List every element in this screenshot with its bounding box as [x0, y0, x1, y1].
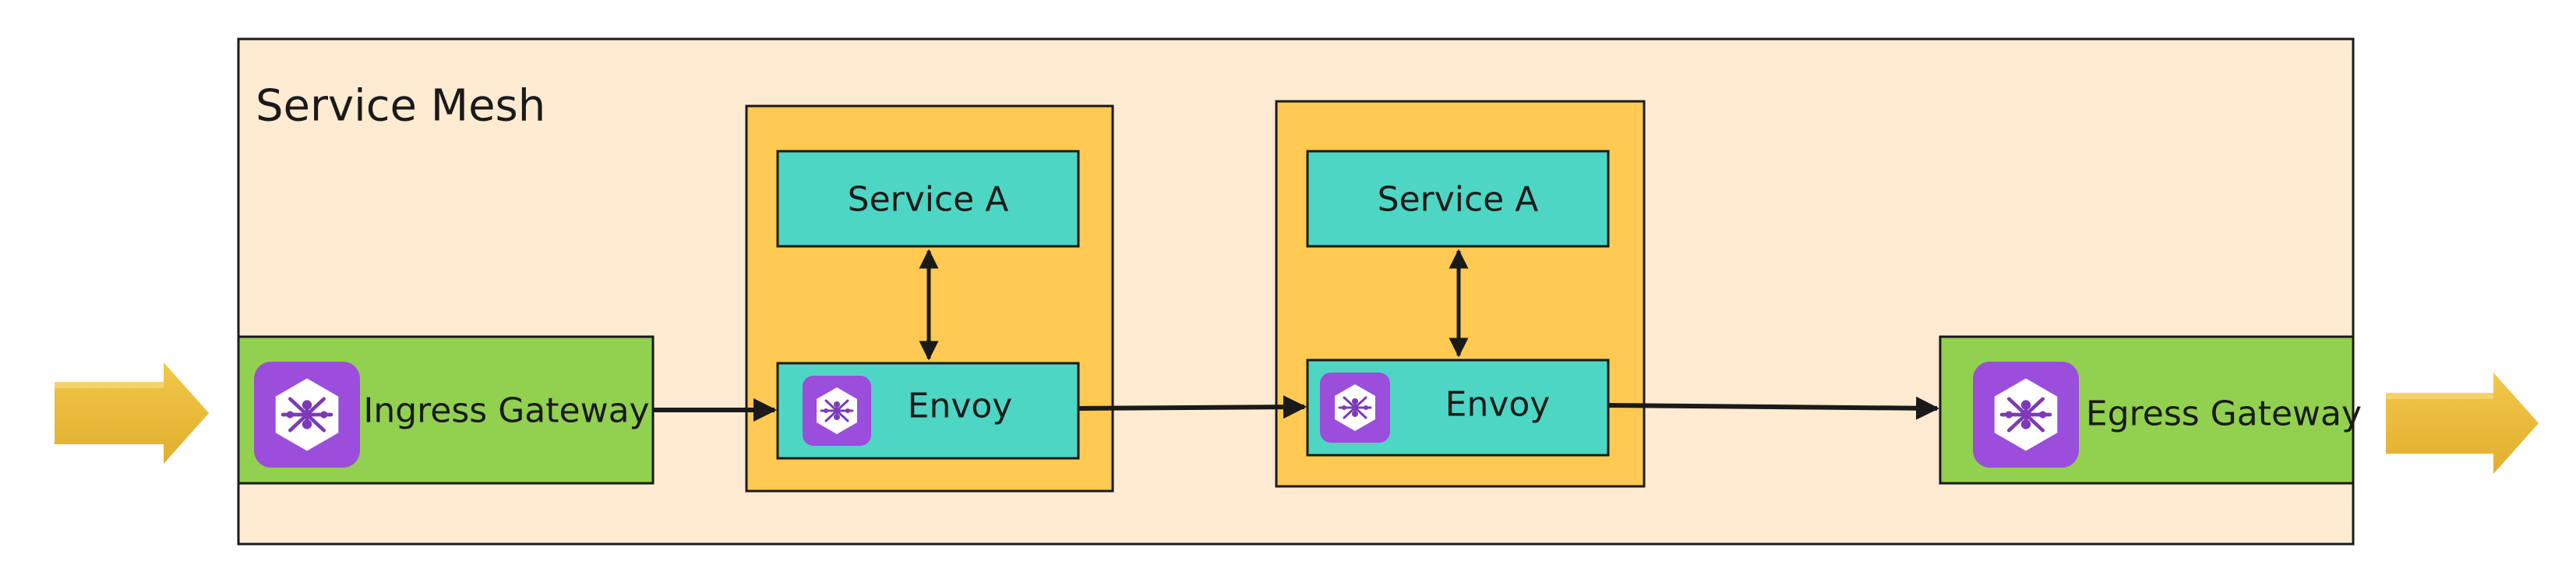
service-pod-2: Service A Envoy: [1275, 100, 1646, 488]
envoy-1-to-envoy-2-arrow: [1078, 395, 1307, 419]
ingress-gateway: Ingress Gateway: [237, 335, 655, 485]
egress-gateway-label: Egress Gateway: [2086, 394, 2362, 434]
service-a-box: [1306, 150, 1610, 248]
envoy-2-to-egress-arrow: [1607, 396, 1939, 420]
egress-gateway: Egress Gateway: [1939, 335, 2362, 485]
service-a-box: [776, 150, 1080, 248]
envoy-hexagon-icon: [803, 376, 871, 446]
outgoing-traffic-arrow-icon: [2386, 373, 2539, 474]
envoy-sidecar-label: Envoy: [908, 387, 1013, 426]
service-a-label: Service A: [848, 180, 1009, 220]
ingress-gateway-label: Ingress Gateway: [363, 391, 649, 431]
service-mesh-title: Service Mesh: [256, 81, 545, 132]
envoy-hexagon-icon: [1320, 373, 1390, 443]
service-pod-1: Service A Envoy: [745, 104, 1114, 493]
envoy-hexagon-icon: [254, 362, 360, 468]
service-a-label: Service A: [1378, 180, 1539, 220]
incoming-traffic-arrow-icon: [55, 362, 209, 464]
envoy-sidecar-label: Envoy: [1445, 385, 1551, 425]
envoy-hexagon-icon: [1973, 362, 2079, 468]
